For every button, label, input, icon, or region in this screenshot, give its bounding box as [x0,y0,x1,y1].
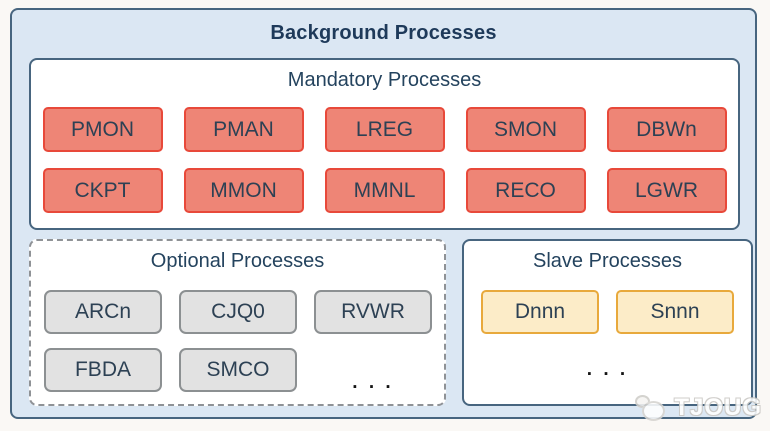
mandatory-row-1: PMON PMAN LREG SMON DBWn [31,107,738,152]
process-box: SMCO [179,348,297,392]
process-box: DBWn [606,107,727,152]
mandatory-section-title: Mandatory Processes [287,69,482,91]
process-box: Dnnn [481,290,599,334]
slave-processes-section: Slave Processes Dnnn Snnn . . . [462,239,753,406]
mandatory-row-2: CKPT MMON MMNL RECO LGWR [31,168,738,213]
process-box: FBDA [44,348,162,392]
process-box: Snnn [616,290,734,334]
background-processes-container: Background Processes Mandatory Processes… [10,8,757,419]
mandatory-processes-section: Mandatory Processes PMON PMAN LREG SMON … [29,58,740,230]
slave-section-title: Slave Processes [533,250,682,272]
optional-processes-section: Optional Processes ARCn CJQ0 RVWR FBDA S… [29,239,446,406]
process-box: MMON [183,168,304,213]
process-box: PMAN [183,107,304,152]
ellipsis: . . . [352,372,394,393]
process-box: RVWR [314,290,432,334]
process-box: LGWR [606,168,727,213]
tjoug-logo-icon [635,394,671,422]
process-box: PMON [42,107,163,152]
process-box: CKPT [42,168,163,213]
optional-row-1: ARCn CJQ0 RVWR [31,290,444,334]
optional-section-title: Optional Processes [150,250,325,272]
slave-row: Dnnn Snnn [464,290,751,334]
process-box: MMNL [324,168,445,213]
watermark: TJOUG [635,394,762,422]
ellipsis-row: . . . [464,360,751,379]
optional-row-2: FBDA SMCO . . . [31,348,444,392]
ellipsis-cell: . . . [314,348,432,392]
watermark-text: TJOUG [674,394,762,421]
process-box: LREG [324,107,445,152]
diagram-title: Background Processes [270,22,497,44]
process-box: SMON [465,107,586,152]
process-box: RECO [465,168,586,213]
ellipsis: . . . [586,359,629,380]
process-box: CJQ0 [179,290,297,334]
process-box: ARCn [44,290,162,334]
